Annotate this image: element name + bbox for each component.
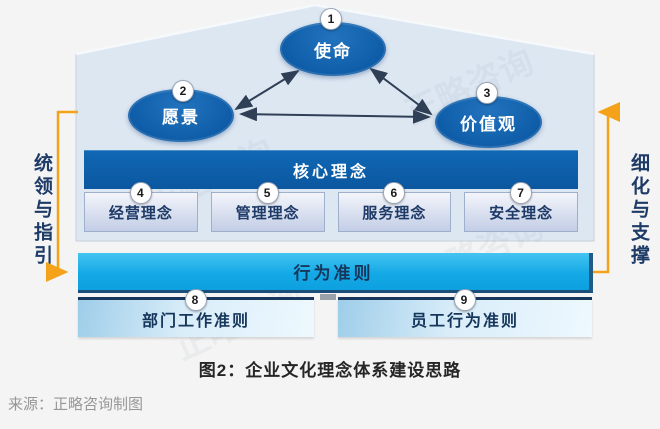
step-badge-4: 4 xyxy=(129,182,152,204)
figure-caption: 图2：企业文化理念体系建设思路 xyxy=(198,361,462,380)
core-philosophy-band: 核心理念 xyxy=(84,150,578,189)
step-badge-5: 5 xyxy=(256,182,279,204)
safety-philosophy-box: 安全理念 7 xyxy=(464,182,578,232)
box-label: 安全理念 xyxy=(489,204,554,222)
step-badge-2: 2 xyxy=(172,80,194,102)
source-credit: 来源：正略咨询制图 xyxy=(8,396,144,413)
mission-node: 使命 xyxy=(280,22,386,76)
box-label: 部门工作准则 xyxy=(141,312,250,330)
step-badge-3: 3 xyxy=(476,82,498,104)
step-badge-8: 8 xyxy=(185,289,207,311)
management-philosophy-box: 管理理念 5 xyxy=(210,182,325,232)
box-label: 经营理念 xyxy=(108,204,173,222)
step-badge-7: 7 xyxy=(510,182,533,204)
philosophy-row: 经营理念 4 管理理念 5 服务理念 6 安全理念 7 xyxy=(84,182,578,232)
step-badge-9: 9 xyxy=(454,289,476,311)
left-side-label: 统领与指引 xyxy=(31,153,52,268)
step-badge-1: 1 xyxy=(320,8,342,30)
step-badge-6: 6 xyxy=(383,182,406,204)
service-philosophy-box: 服务理念 6 xyxy=(337,182,452,232)
employee-guideline-box: 员工行为准则 9 xyxy=(338,289,592,337)
department-guideline-box: 部门工作准则 8 xyxy=(78,289,314,337)
box-label: 服务理念 xyxy=(362,204,427,222)
business-philosophy-box: 经营理念 4 xyxy=(84,182,198,232)
right-side-label: 细化与支撑 xyxy=(628,153,649,268)
values-node: 价值观 xyxy=(435,96,542,148)
conduct-band: 行为准则 xyxy=(78,253,593,293)
band-connector-tab xyxy=(320,294,336,300)
box-label: 管理理念 xyxy=(235,204,300,222)
box-label: 员工行为准则 xyxy=(410,312,519,330)
